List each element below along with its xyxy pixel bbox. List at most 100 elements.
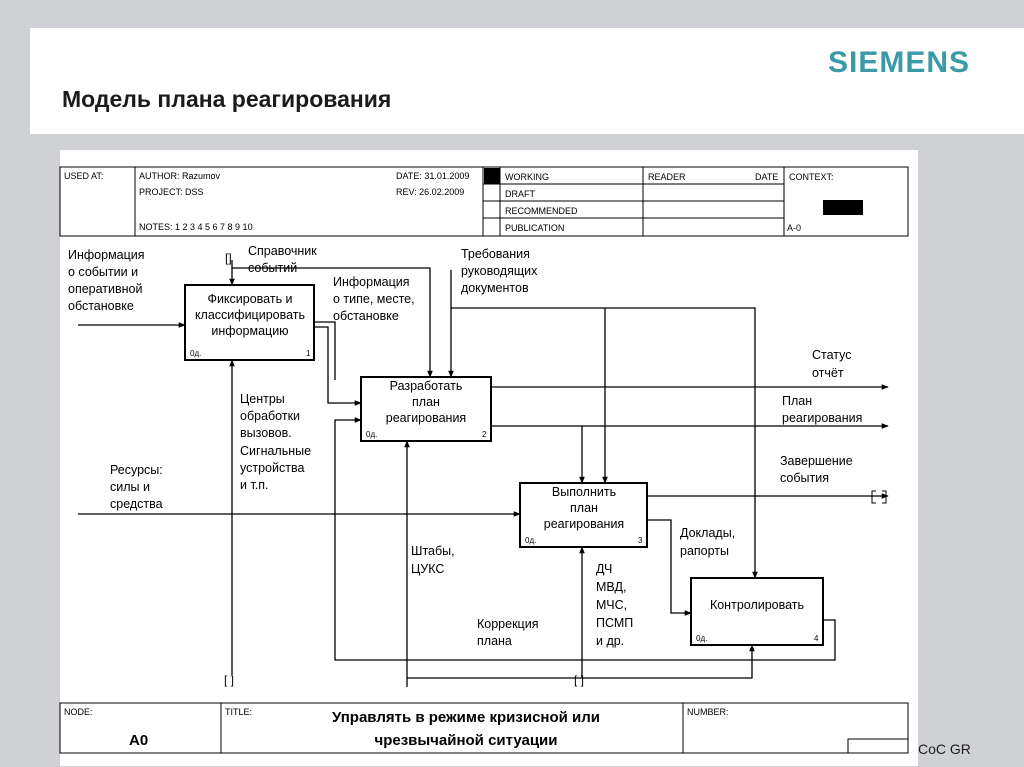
tunnel-mark-completion	[871, 490, 887, 504]
box-1-number: 1	[306, 349, 311, 358]
number-label: NUMBER:	[687, 707, 729, 717]
status-draft: DRAFT	[505, 189, 535, 199]
label-info-type-3: обстановке	[333, 309, 399, 323]
label-call-centers-4: Сигнальные	[240, 444, 311, 458]
box-1-label-3: информацию	[211, 324, 288, 338]
label-reference-2: событий	[248, 261, 297, 275]
arrow-box4-mechanism	[407, 644, 755, 679]
label-requirements-2: руководящих	[461, 264, 538, 278]
frame-header	[59, 166, 909, 237]
label-info-event-2: о событии и	[68, 265, 138, 279]
activity-box-4[interactable]	[690, 577, 824, 646]
label-requirements-3: документов	[461, 281, 529, 295]
box-1-label-2: классифицировать	[195, 308, 305, 322]
box-2-label-3: реагирования	[386, 411, 466, 425]
box-3-label-3: реагирования	[544, 517, 624, 531]
label-hq-2: ЦУКС	[411, 562, 444, 576]
label-info-event-3: оперативной	[68, 282, 143, 296]
frame-context: CONTEXT:	[789, 172, 834, 182]
frame-context-node: A-0	[787, 223, 801, 233]
label-services-4: ПСМП	[596, 616, 633, 630]
label-services-1: ДЧ	[596, 562, 612, 576]
frame-date: DATE: 31.01.2009	[396, 171, 469, 181]
label-status-report-2: отчёт	[812, 366, 844, 380]
tunnel-mark-services: [ ]	[574, 673, 584, 687]
frame-notes: NOTES: 1 2 3 4 5 6 7 8 9 10	[139, 222, 253, 232]
label-hq-1: Штабы,	[411, 544, 455, 558]
label-call-centers-3: вызовов.	[240, 426, 292, 440]
label-call-centers-1: Центры	[240, 392, 285, 406]
label-resources-2: силы и	[110, 480, 150, 494]
box-4-cost: 0д.	[696, 634, 707, 643]
label-resources-3: средства	[110, 497, 163, 511]
label-reports-1: Доклады,	[680, 526, 735, 540]
label-resources-1: Ресурсы:	[110, 463, 163, 477]
label-services-3: МЧС,	[596, 598, 627, 612]
context-thumbnail	[823, 200, 863, 215]
frame-used-at: USED AT:	[64, 171, 103, 181]
box-4-number: 4	[814, 634, 819, 643]
box-2-number: 2	[482, 430, 487, 439]
box-3-cost: 0д.	[525, 536, 536, 545]
siemens-logo: SIEMENS	[828, 46, 971, 79]
node-value: A0	[129, 732, 148, 749]
frame-reader-date: DATE	[755, 172, 778, 182]
idef0-sheet	[60, 150, 918, 766]
box-4-label-1: Контролировать	[710, 598, 804, 612]
arrow-box1-feedback	[314, 321, 336, 380]
label-services-5: и др.	[596, 634, 624, 648]
tunnel-mark-call-centers: [ ]	[224, 673, 234, 687]
slide-header	[30, 28, 1024, 134]
arrow-correction-feedback	[334, 417, 836, 661]
title-label: TITLE:	[225, 707, 252, 717]
label-plan-2: реагирования	[782, 411, 862, 425]
label-call-centers-5: устройства	[240, 461, 304, 475]
activity-box-2[interactable]	[360, 376, 492, 442]
label-correction-2: плана	[477, 634, 512, 648]
slide-title: Модель плана реагирования	[62, 86, 392, 112]
box-1-label-1: Фиксировать и	[207, 292, 292, 306]
arrow-reports	[647, 519, 692, 616]
box-3-number: 3	[638, 536, 643, 545]
label-services-2: МВД,	[596, 580, 626, 594]
box-3-label-2: план	[570, 501, 598, 515]
frame-reader: READER	[648, 172, 686, 182]
label-call-centers-6: и т.п.	[240, 478, 269, 492]
box-2-label-2: план	[412, 395, 440, 409]
label-requirements-1: Требования	[461, 247, 530, 261]
label-reports-2: рапорты	[680, 544, 729, 558]
diagram-title-line-2: чрезвычайной ситуации	[374, 732, 557, 749]
node-label: NODE:	[64, 707, 93, 717]
label-call-centers-2: обработки	[240, 409, 300, 423]
arrow-requirements-box4	[605, 307, 758, 579]
label-correction-1: Коррекция	[477, 617, 538, 631]
label-info-event-1: Информация	[68, 248, 145, 262]
box-1-cost: 0д.	[190, 349, 201, 358]
status-recommended: RECOMMENDED	[505, 206, 578, 216]
label-info-type-2: о типе, месте,	[333, 292, 415, 306]
label-completion-1: Завершение	[780, 454, 853, 468]
status-working: WORKING	[505, 172, 549, 182]
frame-project: PROJECT: DSS	[139, 187, 204, 197]
arrow-box1-output	[314, 326, 362, 406]
activity-box-1[interactable]	[184, 284, 315, 361]
diagram-title-line-1: Управлять в режиме кризисной или	[332, 709, 600, 726]
label-info-type-1: Информация	[333, 275, 410, 289]
label-completion-2: события	[780, 471, 829, 485]
label-reference-1: Справочник	[248, 244, 317, 258]
box-2-cost: 0д.	[366, 430, 377, 439]
working-marker	[484, 168, 500, 184]
frame-rev: REV: 26.02.2009	[396, 187, 464, 197]
box-3-label-1: Выполнить	[552, 485, 616, 499]
box-2-label-1: Разработать	[390, 379, 463, 393]
frame-author: AUTHOR: Razumov	[139, 171, 221, 181]
label-status-report-1: Статус	[812, 348, 852, 362]
footer-tag: CoC GR	[918, 741, 971, 757]
arrow-reference-to-box2	[232, 267, 433, 378]
frame-footer	[59, 702, 909, 754]
label-info-event-4: обстановке	[68, 299, 134, 313]
status-publication: PUBLICATION	[505, 223, 564, 233]
tunnel-mark-reference: []	[225, 251, 232, 265]
label-plan-1: План	[782, 394, 812, 408]
